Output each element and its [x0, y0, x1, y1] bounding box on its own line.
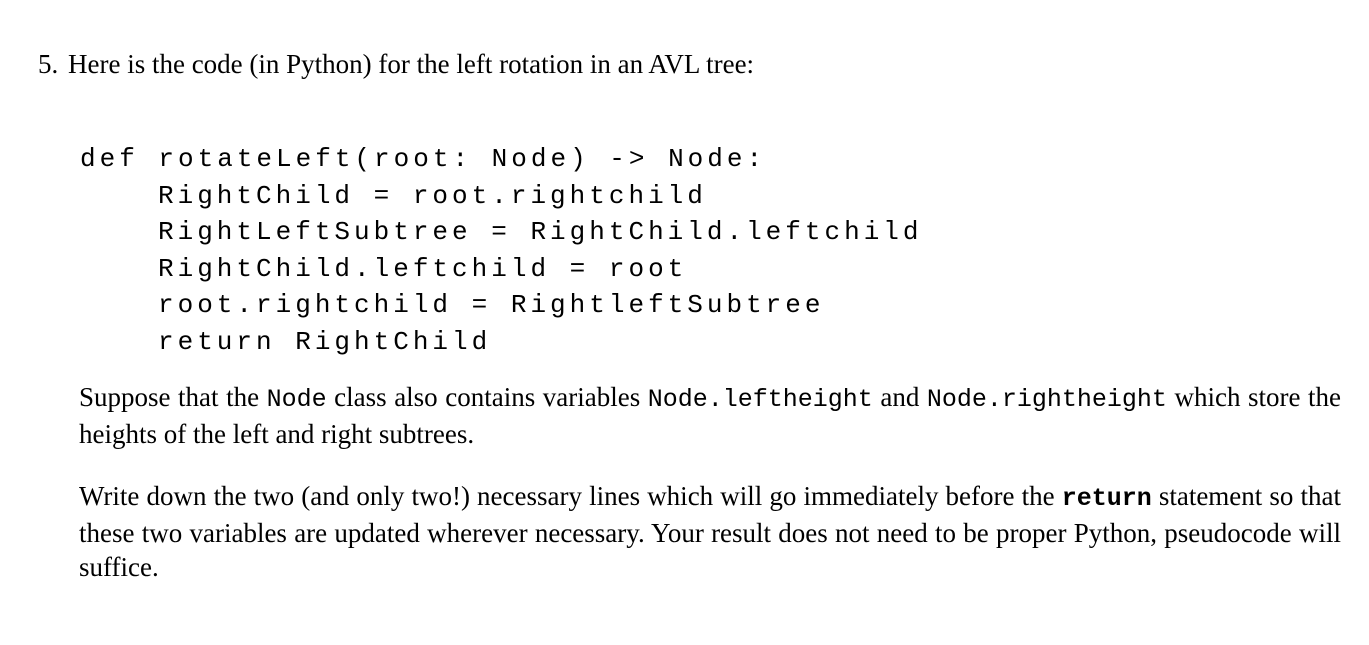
code-line-1: RightChild = root.rightchild: [80, 178, 923, 215]
code-node: Node: [266, 385, 327, 414]
code-line-2-text: RightLeftSubtree = RightChild.leftchild: [158, 217, 923, 248]
code-line-5: return RightChild: [80, 324, 923, 361]
paragraph2-text-1: Write down the two (and only two!) neces…: [79, 481, 1062, 511]
code-line-5-text: return RightChild: [158, 326, 492, 357]
paragraph-node-variables: Suppose that the Node class also contain…: [79, 380, 1341, 451]
code-line-2: RightLeftSubtree = RightChild.leftchild: [80, 214, 923, 251]
code-line-1-text: RightChild = root.rightchild: [158, 180, 707, 211]
code-node-leftheight: Node.leftheight: [647, 385, 873, 414]
code-line-4-text: root.rightchild = RightleftSubtree: [158, 290, 825, 321]
paragraph1-text-4: which store the heights of the left and …: [79, 382, 1342, 449]
code-return-keyword: return: [1061, 484, 1152, 513]
paragraph2-text-2: statement so that these two variables ar…: [79, 481, 1341, 582]
code-listing: def rotateLeft(root: Node) -> Node: Right…: [80, 141, 923, 361]
paragraph-instructions: Write down the two (and only two!) neces…: [79, 479, 1341, 584]
question-prompt: 5. Here is the code (in Python) for the l…: [38, 46, 754, 82]
paragraph1-text-3: and: [872, 382, 927, 412]
code-line-4: root.rightchild = RightleftSubtree: [80, 287, 923, 324]
code-line-3-text: RightChild.leftchild = root: [158, 253, 688, 284]
code-line-signature: def rotateLeft(root: Node) -> Node:: [80, 144, 767, 174]
code-line-3: RightChild.leftchild = root: [80, 251, 923, 288]
code-node-rightheight: Node.rightheight: [926, 385, 1167, 414]
question-number: 5.: [38, 49, 59, 79]
paragraph1-text-2: class also contains variables: [326, 382, 648, 412]
question-prompt-text: Here is the code (in Python) for the lef…: [68, 49, 755, 79]
paragraph1-text-1: Suppose that the: [79, 382, 267, 412]
